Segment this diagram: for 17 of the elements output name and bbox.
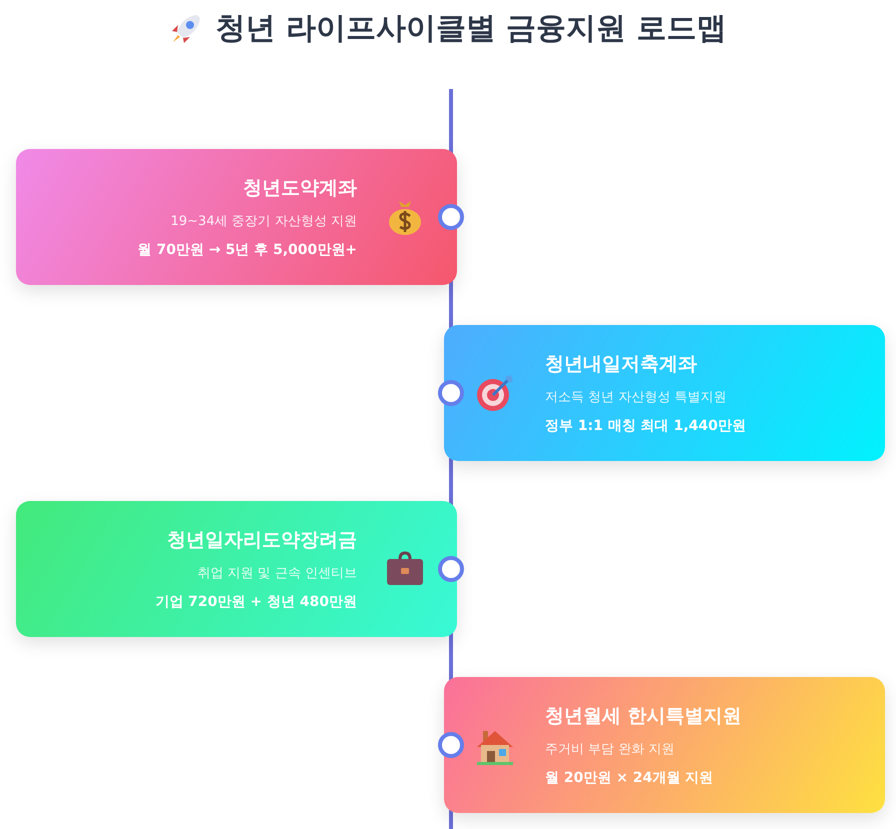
diagram-title: 청년 라이프사이클별 금융지원 로드맵: [215, 10, 727, 48]
card-title: 청년내일저축계좌: [545, 352, 697, 377]
card-description: 취업 지원 및 근속 인센티브: [197, 565, 357, 582]
card-highlight: 월 70만원 → 5년 후 5,000만원+: [138, 241, 357, 259]
card-highlight: 월 20만원 × 24개월 지원: [545, 769, 714, 787]
timeline-card: [444, 677, 885, 813]
card-description: 저소득 청년 자산형성 특별지원: [545, 389, 726, 406]
card-title: 청년도약계좌: [243, 176, 357, 201]
card-title: 청년월세 한시특별지원: [545, 704, 742, 729]
timeline-card: [16, 501, 457, 637]
card-title: 청년일자리도약장려금: [167, 528, 357, 553]
card-highlight: 정부 1:1 매칭 최대 1,440만원: [545, 417, 746, 435]
card-description: 19~34세 중장기 자산형성 지원: [170, 213, 357, 230]
timeline-card: [16, 149, 457, 285]
timeline-card: [444, 325, 885, 461]
card-description: 주거비 부담 완화 지원: [545, 741, 674, 758]
card-highlight: 기업 720만원 + 청년 480만원: [155, 593, 357, 611]
